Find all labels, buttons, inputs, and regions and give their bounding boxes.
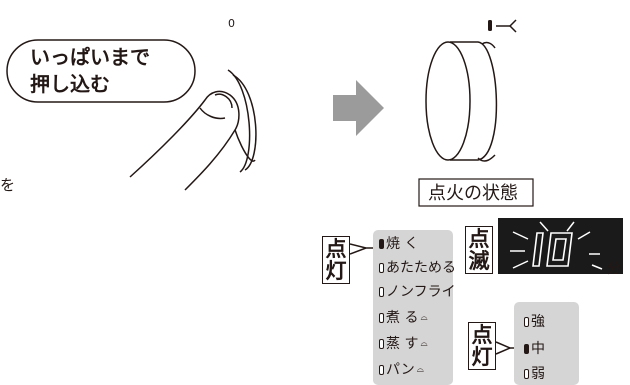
blink-label: 点 滅 bbox=[465, 226, 493, 274]
indicator-off bbox=[379, 263, 384, 273]
mode-item: パン⌓ bbox=[379, 362, 424, 378]
heat-label: 弱 bbox=[531, 366, 545, 382]
heat-label: 中 bbox=[531, 341, 545, 357]
pot-icon: ⌓ bbox=[416, 365, 424, 375]
indicator-off bbox=[379, 287, 384, 297]
lit-label-modes: 点 灯 bbox=[322, 236, 350, 284]
indicator-off bbox=[524, 317, 529, 327]
indicator-off bbox=[524, 369, 529, 379]
heat-label: 強 bbox=[531, 314, 545, 330]
blink-rays bbox=[510, 221, 603, 270]
state-caption: 点火の状態 bbox=[428, 183, 518, 204]
mode-label: 蒸 す bbox=[386, 336, 419, 352]
indicator-off bbox=[379, 365, 384, 375]
indicator-lit bbox=[379, 239, 384, 249]
blink-char-1: 点 bbox=[468, 227, 490, 251]
lit-char-1: 点 bbox=[325, 237, 347, 261]
indicator-off bbox=[379, 313, 384, 323]
state-caption-box bbox=[418, 178, 534, 207]
mode-item: ノンフライ bbox=[379, 284, 456, 300]
mode-item: 焼 く bbox=[379, 236, 418, 252]
instruction-line-2: 押し込む bbox=[30, 72, 110, 96]
pot-icon: ⌓ bbox=[420, 339, 428, 349]
mode-item: 煮 る⌓ bbox=[379, 310, 428, 326]
lit-label-heat: 点 灯 bbox=[468, 322, 496, 370]
mode-panel: 焼 く あたためる ノンフライ 煮 る⌓ 蒸 す⌓ パン⌓ bbox=[373, 230, 456, 385]
lit-char-2: 灯 bbox=[471, 345, 493, 369]
mode-item: あたためる bbox=[379, 260, 456, 276]
display-unit: 分 bbox=[607, 261, 621, 277]
lit-char-1: 点 bbox=[471, 323, 493, 347]
right-arrow-icon bbox=[333, 80, 384, 136]
indicator-off bbox=[379, 339, 384, 349]
finger-icon bbox=[129, 90, 240, 191]
heat-item: 強 bbox=[524, 314, 545, 330]
mode-item: 蒸 す⌓ bbox=[379, 336, 428, 352]
knob-mark-left: 0 bbox=[228, 17, 235, 30]
edge-char: を bbox=[0, 176, 15, 194]
instruction-line-1: いっぱいまで bbox=[30, 45, 150, 69]
display-digits bbox=[532, 232, 573, 267]
blink-char-2: 滅 bbox=[468, 249, 490, 273]
pot-icon: ⌓ bbox=[420, 313, 428, 323]
knob-right bbox=[425, 41, 498, 162]
mode-label: あたためる bbox=[386, 260, 456, 276]
heat-item: 中 bbox=[524, 341, 545, 357]
lit-char-2: 灯 bbox=[325, 259, 347, 283]
mode-label: パン bbox=[386, 362, 415, 378]
mode-label: 煮 る bbox=[386, 310, 419, 326]
heat-item: 弱 bbox=[524, 366, 545, 382]
knob-indicator-lit bbox=[488, 20, 492, 31]
instruction-bubble bbox=[6, 39, 196, 103]
mode-label: ノンフライ bbox=[386, 284, 456, 300]
mode-label: 焼 く bbox=[386, 236, 419, 252]
heat-panel: 強 中 弱 bbox=[514, 302, 579, 385]
indicator-lit bbox=[524, 344, 529, 354]
